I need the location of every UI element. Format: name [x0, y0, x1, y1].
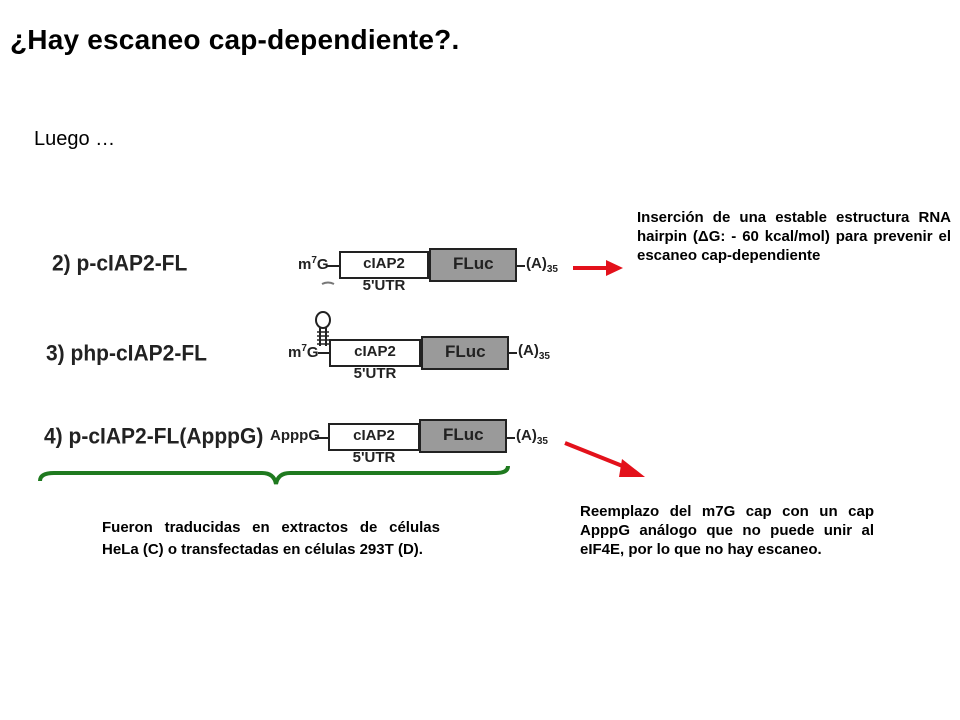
rna-line: [327, 265, 340, 267]
rna-line: [315, 437, 329, 439]
hairpin-ghost-icon: [321, 281, 335, 285]
rna-line: [506, 437, 515, 439]
slide-title: ¿Hay escaneo cap-dependiente?.: [10, 24, 460, 55]
cap-m7g-2: m7G: [298, 255, 329, 273]
fluc-box-3: FLuc: [421, 336, 509, 370]
note-apppg: Reemplazo del m7G cap con un cap ApppG a…: [580, 503, 874, 558]
rna-line: [516, 265, 525, 267]
polya-tail-3: (A)35: [518, 342, 550, 362]
cap-m7g-3: m7G: [288, 343, 319, 361]
polya-tail-2: (A)35: [526, 255, 558, 275]
construct-label-4: 4) p-cIAP2-FL(ApppG): [44, 424, 264, 449]
utr-box-2: cIAP2 5'UTR: [339, 251, 429, 294]
utr-box-3: cIAP2 5'UTR: [329, 339, 421, 382]
fluc-box-2: FLuc: [429, 248, 517, 282]
construct-label-3: 3) php-cIAP2-FL: [46, 341, 207, 366]
curly-brace-icon: [38, 465, 510, 485]
utr-box-4: cIAP2 5'UTR: [328, 423, 420, 466]
rna-hairpin-icon: [315, 311, 331, 346]
fluc-box-4: FLuc: [419, 419, 507, 453]
note-translation: Fueron traducidas en extractos de célula…: [102, 519, 440, 558]
cap-apppg: ApppG: [270, 427, 320, 444]
arrow-apppg-icon: [564, 441, 645, 477]
rna-line: [508, 352, 517, 354]
arrow-hairpin-icon: [573, 260, 623, 276]
slide-subtitle: Luego …: [34, 128, 116, 150]
rna-line: [318, 352, 330, 354]
construct-label-2: 2) p-cIAP2-FL: [52, 251, 188, 276]
note-hairpin: Inserción de una estable estructura RNA …: [637, 209, 951, 264]
polya-tail-4: (A)35: [516, 427, 548, 447]
